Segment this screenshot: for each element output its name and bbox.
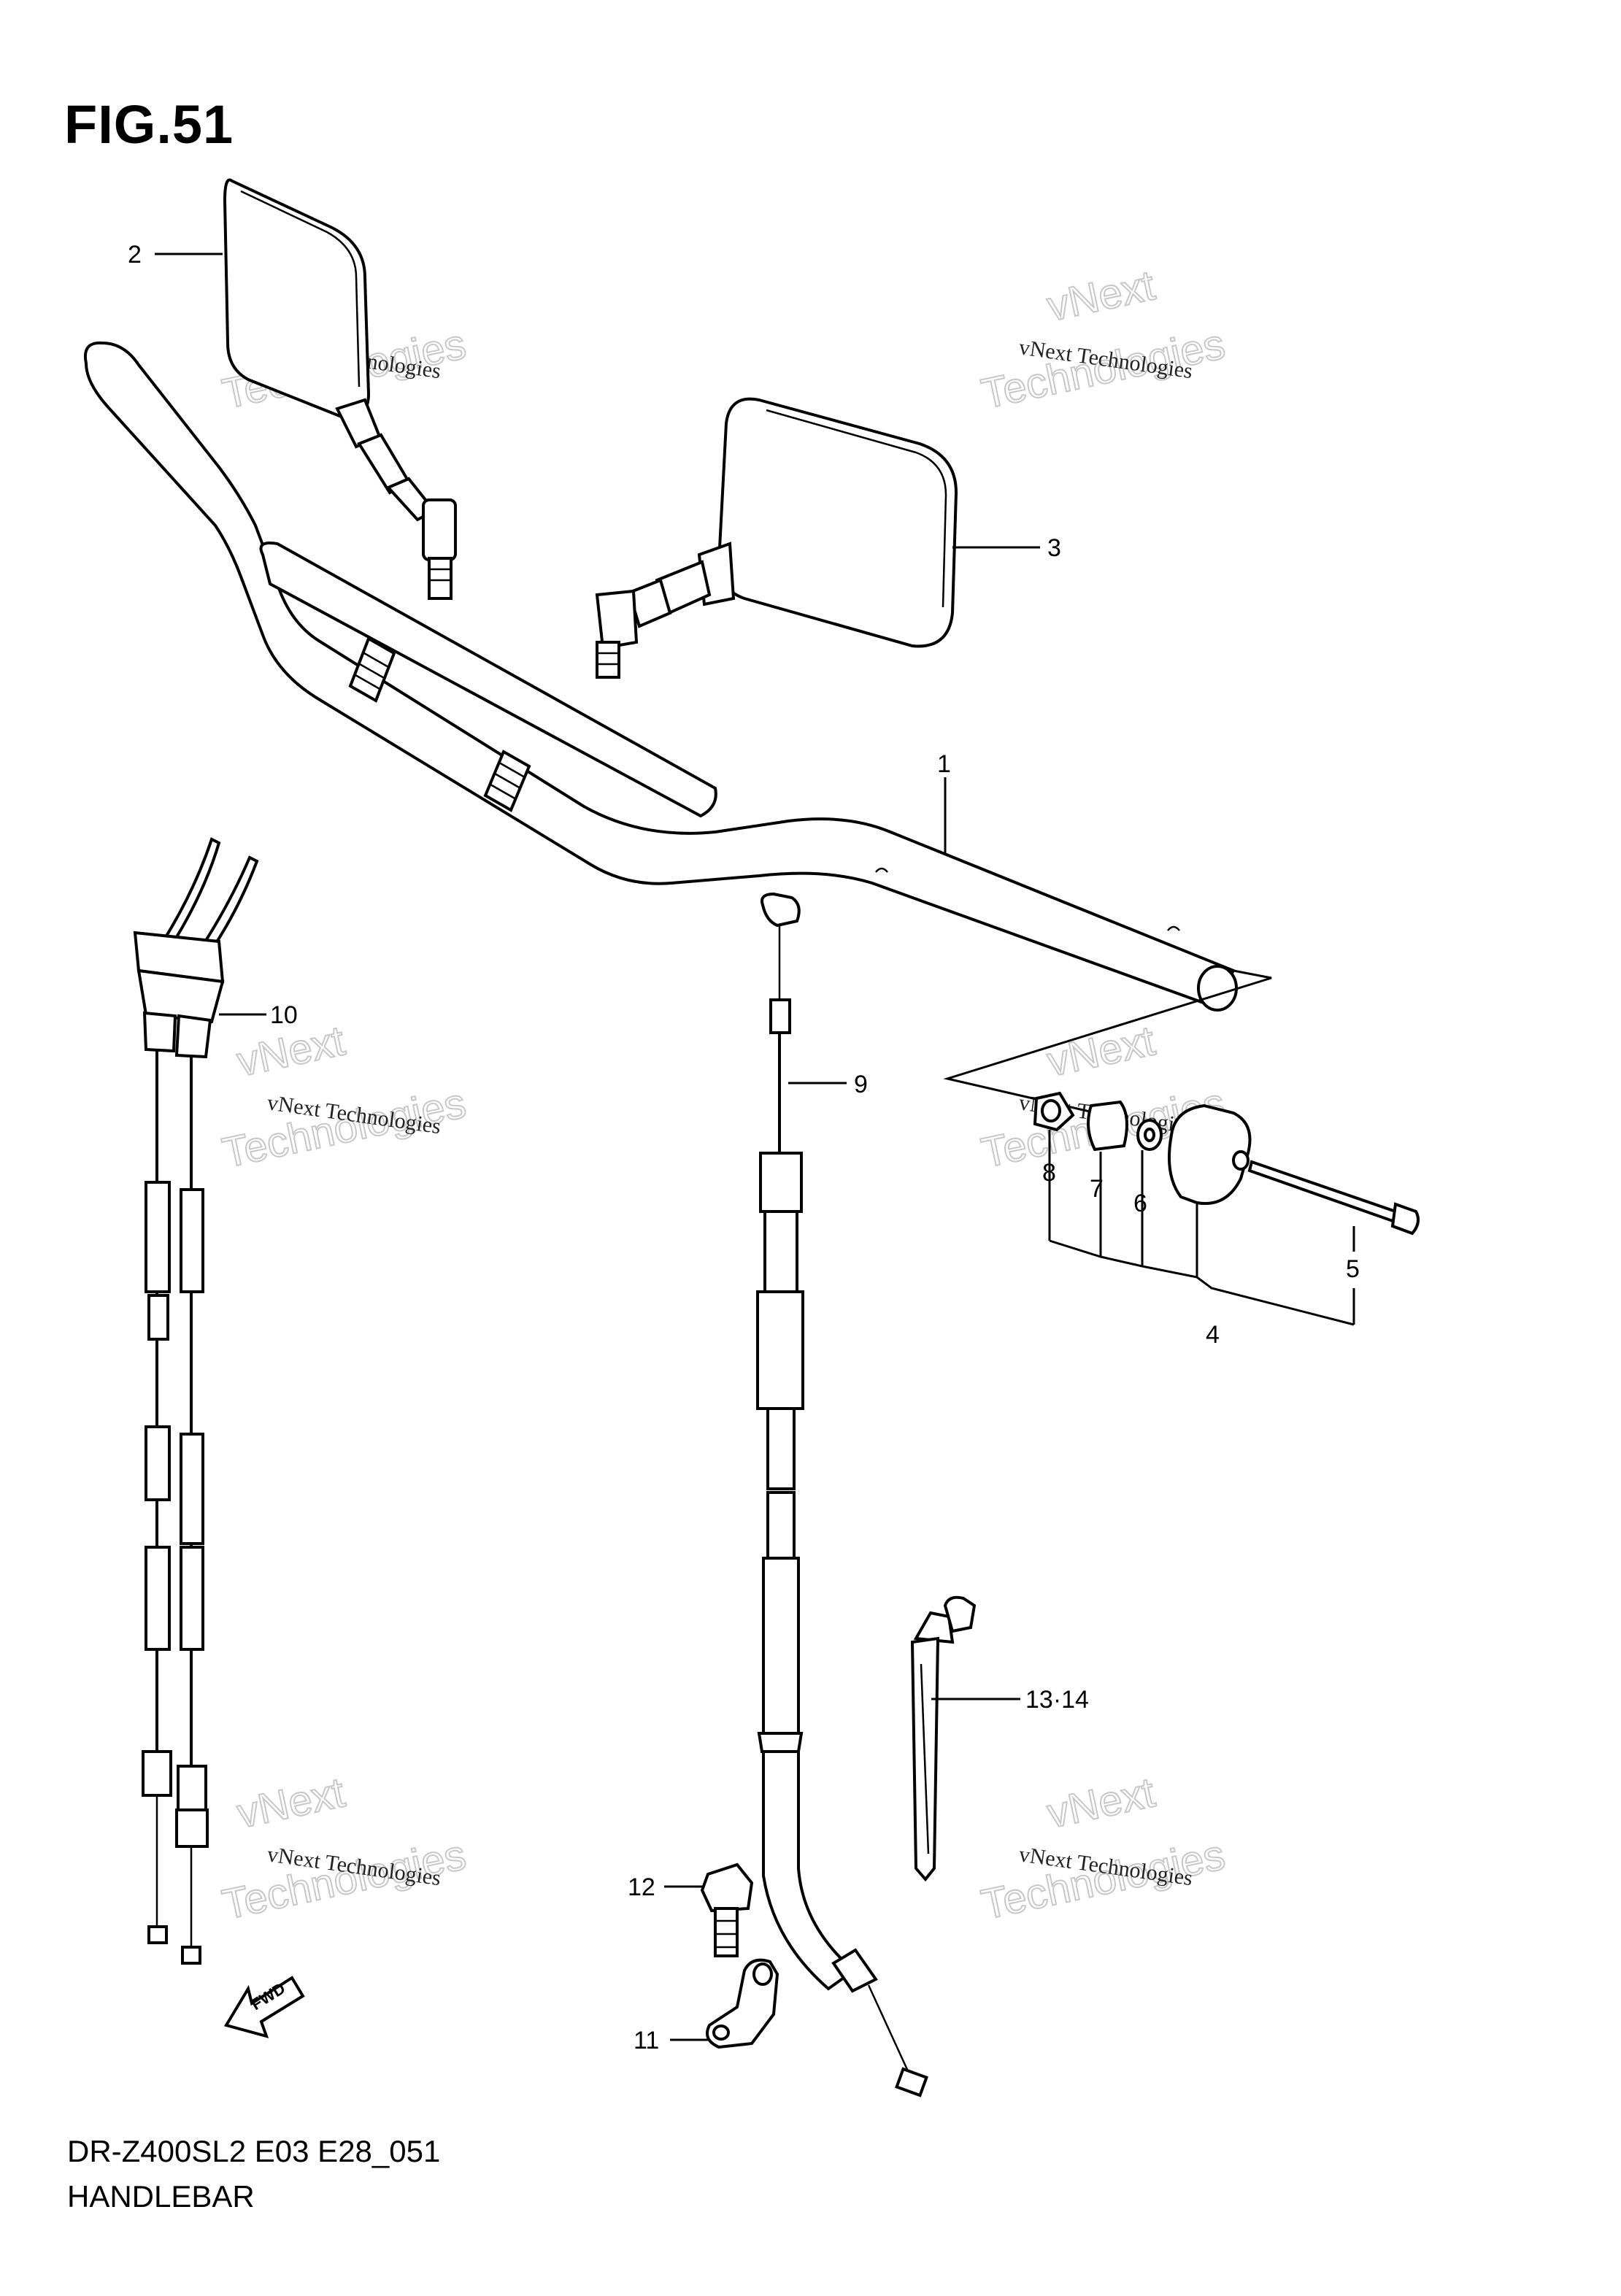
diagram-name: HANDLEBAR xyxy=(67,2179,255,2214)
svg-text:vNext: vNext xyxy=(1043,1768,1159,1837)
leader-lines xyxy=(155,253,1040,2041)
svg-text:vNext: vNext xyxy=(1043,1017,1159,1085)
watermark-mid-left: vNext Technologies vNext Technologies xyxy=(217,1016,471,1177)
callout-1: 1 xyxy=(937,750,951,778)
knurl-left xyxy=(348,636,396,703)
callout-12: 12 xyxy=(628,1873,655,1901)
knurl-right xyxy=(483,750,531,812)
balancer-collar[interactable] xyxy=(1087,1100,1128,1152)
callout-10: 10 xyxy=(270,1001,298,1029)
figure-title: FIG.51 xyxy=(64,94,234,155)
left-mirror[interactable] xyxy=(223,178,457,600)
throttle-cable-assembly[interactable] xyxy=(133,837,259,1965)
svg-text:vNext: vNext xyxy=(1043,261,1159,330)
right-mirror[interactable] xyxy=(595,397,958,679)
balancer-leaders xyxy=(1048,1130,1355,1326)
handlebar[interactable] xyxy=(84,341,1238,1012)
clutch-cable[interactable] xyxy=(756,892,928,2097)
callout-4: 4 xyxy=(1206,1321,1220,1349)
cable-tie[interactable] xyxy=(910,1595,977,1882)
watermark-top-right: vNext Technologies vNext Technologies xyxy=(977,261,1230,418)
watermark-bottom-left: vNext Technologies vNext Technologies xyxy=(217,1768,471,1929)
bolt[interactable] xyxy=(700,1862,754,1957)
watermark-bottom-right: vNext Technologies vNext Technologies xyxy=(977,1768,1230,1929)
balancer-weight[interactable] xyxy=(1167,1103,1252,1205)
callout-7: 7 xyxy=(1090,1175,1104,1203)
callout-8: 8 xyxy=(1042,1159,1056,1187)
fwd-arrow-icon: FWD xyxy=(223,1976,305,2038)
balancer-nut[interactable] xyxy=(1033,1091,1075,1132)
svg-text:vNext: vNext xyxy=(233,1768,349,1837)
callout-9: 9 xyxy=(854,1071,868,1098)
cable-guide[interactable] xyxy=(706,1958,779,2049)
callout-2: 2 xyxy=(128,241,142,269)
balancer-screw[interactable] xyxy=(1247,1160,1420,1236)
balancer-washer[interactable] xyxy=(1136,1119,1163,1151)
callout-3: 3 xyxy=(1047,534,1061,562)
callout-6: 6 xyxy=(1133,1190,1147,1217)
callout-5: 5 xyxy=(1346,1255,1360,1283)
callout-11: 11 xyxy=(634,2027,659,2054)
callout-13-14: 13·14 xyxy=(1025,1686,1089,1714)
diagram-code: DR-Z400SL2 E03 E28_051 xyxy=(67,2134,441,2168)
